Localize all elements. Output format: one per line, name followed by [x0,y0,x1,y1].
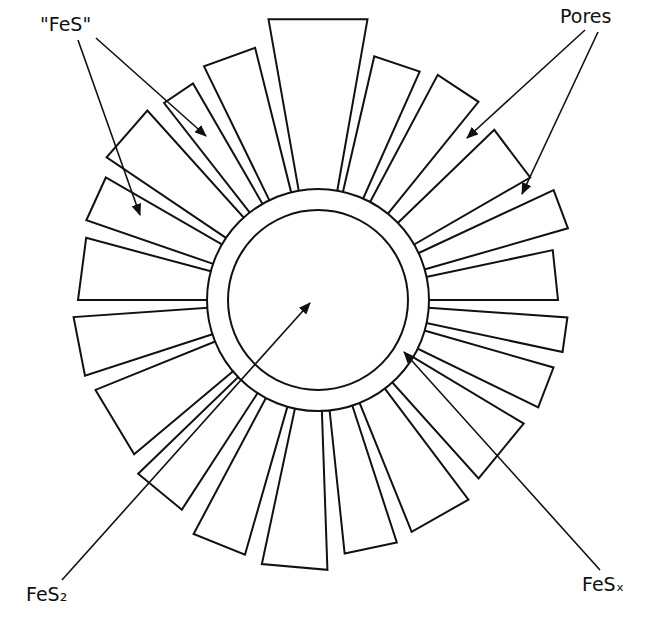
leader-line [404,352,600,570]
fes-wedges [74,19,568,570]
fes-wedge [329,402,397,554]
fes2-core [228,210,408,390]
part-label: "FeS" [40,14,91,35]
leader-line [62,303,310,580]
fes-wedge [204,48,292,204]
leader-lines [62,30,600,580]
leader-line [522,32,598,194]
part-label: Pores [560,6,611,27]
part-label: FeS₂ [26,584,67,605]
leader-line [78,40,140,215]
fes-wedge [423,250,558,300]
leader-line [96,38,206,136]
fesx-shell [207,189,429,411]
leader-line [467,30,585,138]
fes-wedge [74,307,217,375]
part-label: FeSₓ [582,574,624,595]
